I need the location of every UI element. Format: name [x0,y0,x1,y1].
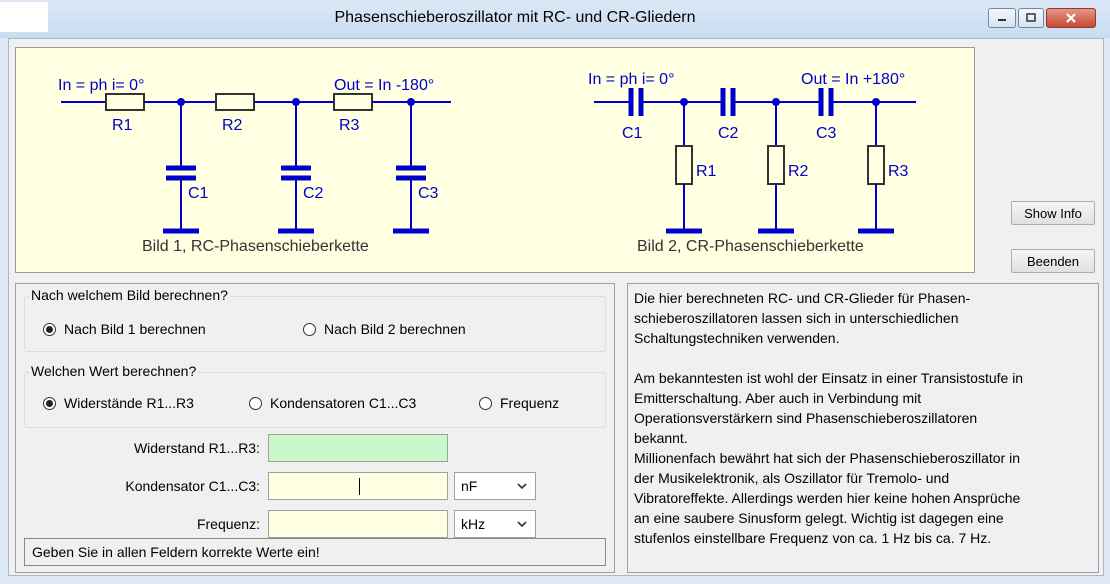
show-info-button[interactable]: Show Info [1011,201,1095,225]
kondensator-unit-value: nF [461,478,478,494]
info-text-box: Die hier berechneten RC- und CR-Glieder … [627,283,1099,573]
widerstand-label: Widerstand R1...R3: [133,440,260,456]
wert-group: Welchen Wert berechnen? Widerstände R1..… [24,363,606,428]
kondensator-input[interactable] [268,472,448,500]
diagram1-r1-label: R1 [112,117,133,134]
bild-group: Nach welchem Bild berechnen? Nach Bild 1… [24,287,606,352]
close-button[interactable] [1046,8,1096,28]
radio-kondensatoren[interactable]: Kondensatoren C1...C3 [249,395,416,411]
radio-unchecked-icon [479,396,492,410]
diagram1-in-label: In = ph i= 0° [58,77,144,94]
calculation-panel: Nach welchem Bild berechnen? Nach Bild 1… [15,283,615,573]
radio-bild-2[interactable]: Nach Bild 2 berechnen [303,321,466,337]
diagram2-c1-label: C1 [622,125,643,142]
radio-unchecked-icon [303,322,316,336]
radio-kondensatoren-label: Kondensatoren C1...C3 [270,395,417,411]
diagram1-r2-label: R2 [222,117,243,134]
beenden-button[interactable]: Beenden [1011,249,1095,273]
diagram1-caption: Bild 1, RC-Phasenschieberkette [142,238,369,255]
diagram2-r1-label: R1 [696,163,717,180]
diagram1-c2-label: C2 [303,185,324,202]
app-icon-area [0,2,48,32]
minimize-button[interactable] [988,8,1016,28]
radio-checked-icon [43,322,56,336]
diagram2-caption: Bild 2, CR-Phasenschieberkette [637,238,864,255]
maximize-button[interactable] [1018,8,1044,28]
diagram2-c3-label: C3 [816,125,837,142]
text-caret [359,478,360,495]
diagram1-c1-label: C1 [188,185,209,202]
close-icon [1066,13,1076,23]
window-title: Phasenschieberoszillator mit RC- und CR-… [334,9,696,26]
frequenz-label: Frequenz: [196,516,260,532]
diagram2-r2-label: R2 [788,163,809,180]
frequenz-input[interactable] [268,510,448,538]
diagram2-out-label: Out = In +180° [801,71,905,88]
kondensator-label: Kondensator C1...C3: [125,478,260,494]
chevron-down-icon [517,521,527,528]
minimize-icon [998,19,1006,21]
chevron-down-icon [517,483,527,490]
frequenz-unit-select[interactable]: kHz [454,510,536,538]
diagram1-c3-label: C3 [418,185,439,202]
radio-widerstaende[interactable]: Widerstände R1...R3 [43,395,194,411]
radio-bild-1[interactable]: Nach Bild 1 berechnen [43,321,206,337]
kondensator-unit-select[interactable]: nF [454,472,536,500]
diagram1-out-label: Out = In -180° [334,77,434,94]
frequenz-unit-value: kHz [461,516,486,532]
client-area: In = ph i= 0° Out = In -180° R1 R2 R3 C1… [8,38,1104,576]
diagram2-in-label: In = ph i= 0° [588,71,674,88]
title-bar: Phasenschieberoszillator mit RC- und CR-… [0,0,1110,38]
info-paragraph-2: Am bekanntesten ist wohl der Einsatz in … [634,370,1024,546]
radio-frequenz[interactable]: Frequenz [479,395,559,411]
radio-checked-icon [43,396,56,410]
radio-widerstaende-label: Widerstände R1...R3 [64,395,194,411]
wert-group-title: Welchen Wert berechnen? [29,363,199,379]
schematic-canvas: In = ph i= 0° Out = In -180° R1 R2 R3 C1… [15,47,975,273]
maximize-icon [1026,13,1036,22]
bild-group-title: Nach welchem Bild berechnen? [29,287,230,303]
status-message: Geben Sie in allen Feldern korrekte Wert… [24,538,606,566]
schematic-drawing: In = ph i= 0° Out = In -180° R1 R2 R3 C1… [58,71,916,234]
radio-bild-1-label: Nach Bild 1 berechnen [64,321,206,337]
widerstand-input[interactable] [268,434,448,462]
diagram1-r3-label: R3 [339,117,360,134]
diagram2-c2-label: C2 [718,125,739,142]
radio-frequenz-label: Frequenz [500,395,560,411]
diagram2-r3-label: R3 [888,163,909,180]
info-paragraph-1: Die hier berechneten RC- und CR-Glieder … [634,290,971,346]
radio-bild-2-label: Nach Bild 2 berechnen [324,321,466,337]
radio-unchecked-icon [249,396,262,410]
